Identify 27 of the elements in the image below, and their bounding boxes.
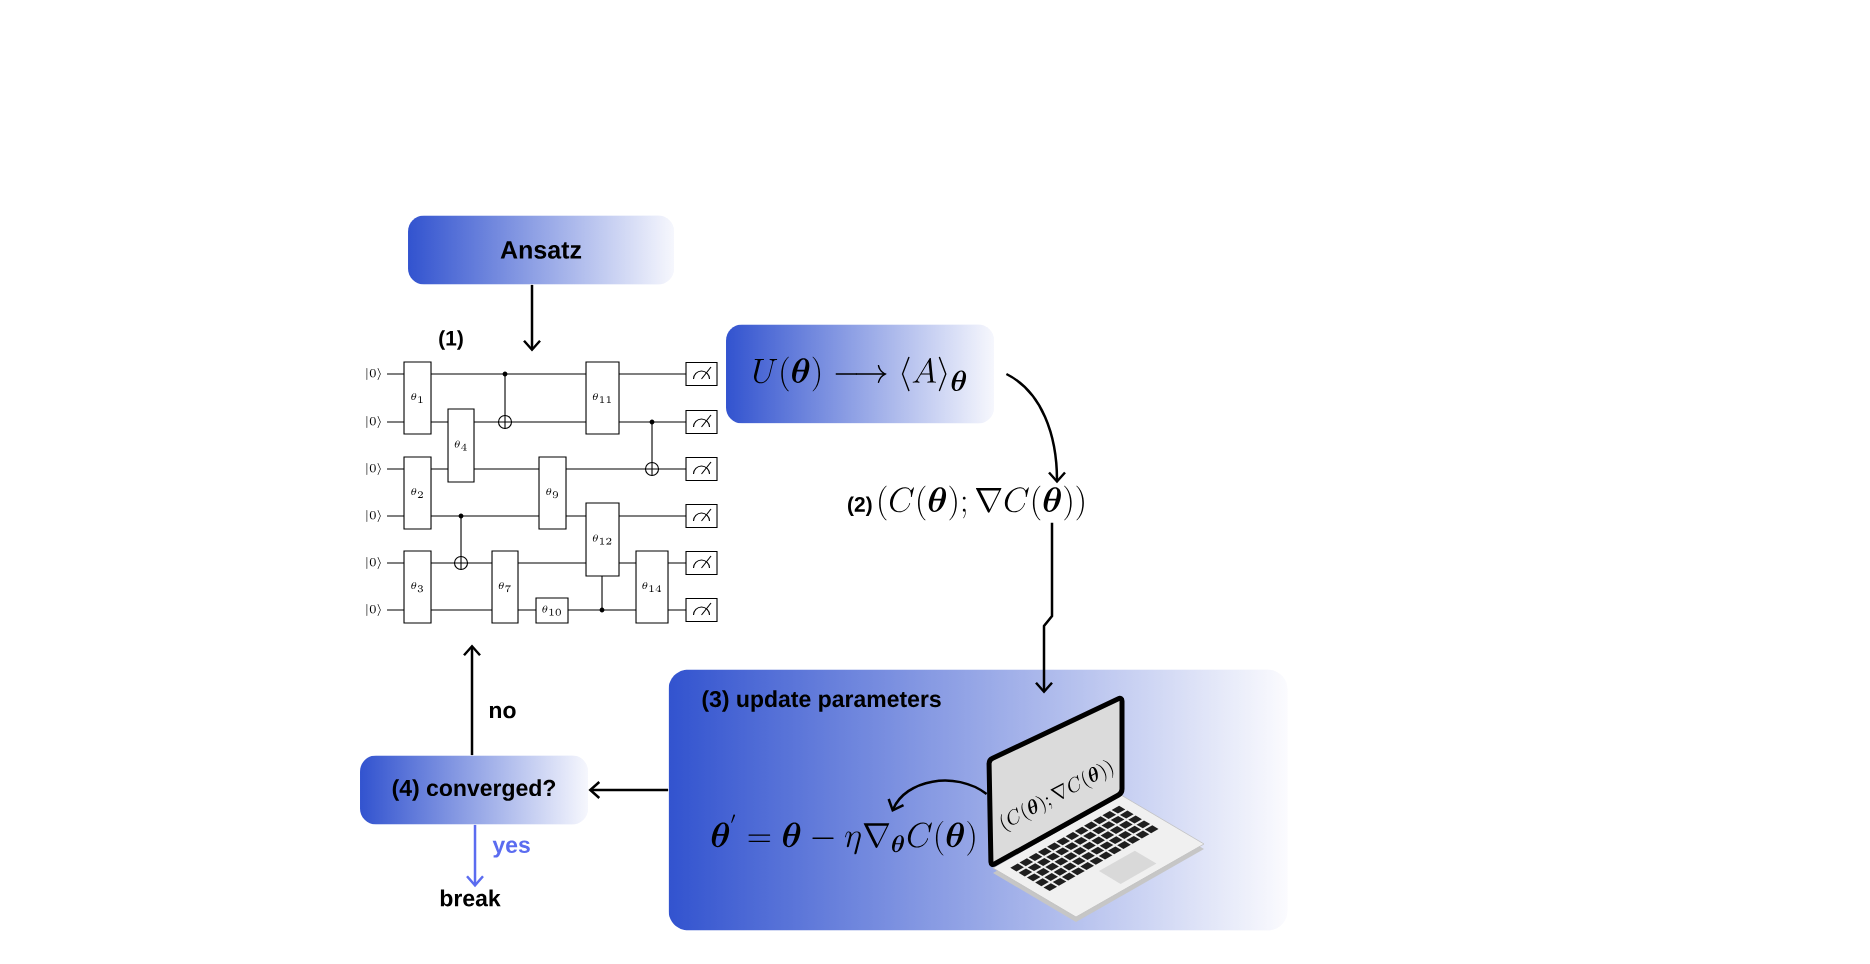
laptop-drawing: $(C(\boldsymbol{\theta});\nabla C(\boldsymbol{\theta}))$ bbox=[986, 695, 1205, 922]
gate-box: $\theta_{7}$ bbox=[491, 550, 519, 624]
gate-box: $\theta_{14}$ bbox=[635, 550, 669, 624]
arrow bbox=[588, 781, 669, 799]
arrow bbox=[1035, 522, 1054, 694]
gate-box: $\theta_{3}$ bbox=[403, 550, 432, 624]
arrow bbox=[523, 284, 541, 352]
decision-box: (4) converged? bbox=[360, 755, 588, 825]
end-label: break bbox=[440, 889, 501, 907]
update-formula: $\boldsymbol{\theta}^{'}=\boldsymbol{\theta}-\eta\nabla_{\boldsymbol{\theta}}C(\boldsymbol{\theta})$ bbox=[711, 814, 975, 856]
arrow bbox=[1005, 372, 1066, 484]
gate-box: $\theta_{11}$ bbox=[585, 361, 620, 435]
gate-box: $\theta_{10}$ bbox=[535, 597, 569, 624]
gate-box: $\theta_{4}$ bbox=[447, 408, 475, 483]
ansatz-box: Ansatz bbox=[408, 215, 674, 285]
arrow bbox=[887, 779, 988, 813]
edge-label: yes bbox=[492, 840, 530, 858]
edge-label: no bbox=[489, 705, 516, 719]
arrow bbox=[466, 824, 484, 888]
gate-box: $\theta_{2}$ bbox=[403, 456, 432, 530]
expectation-box: $U(\boldsymbol{\theta})\longrightarrow\langle A\rangle_{\boldsymbol{\theta}}$ bbox=[726, 324, 994, 424]
gate-box: $\theta_{1}$ bbox=[403, 361, 432, 435]
step-number: (1) bbox=[439, 330, 463, 350]
gate-box: $\theta_{9}$ bbox=[538, 456, 567, 530]
gate-box: $\theta_{12}$ bbox=[585, 502, 620, 577]
step-formula: (2) $(C(\boldsymbol{\theta});\nabla C(\boldsymbol{\theta}))$ bbox=[848, 485, 1084, 521]
arrow bbox=[463, 644, 481, 756]
